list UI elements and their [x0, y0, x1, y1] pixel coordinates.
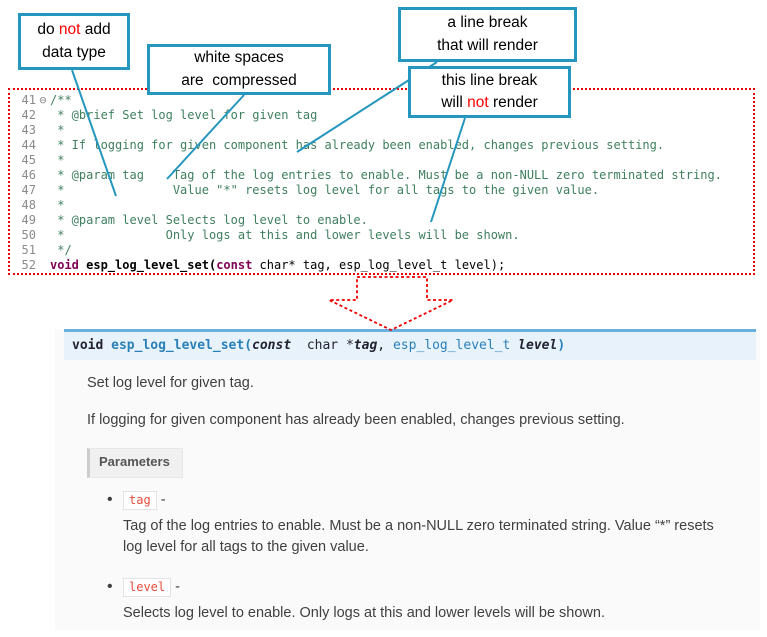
sig-param-tag: tag [353, 338, 378, 353]
line-number: 50 [21, 228, 36, 242]
callout-text: do [37, 21, 59, 39]
callout-text: render [488, 94, 538, 111]
sig-text: , [377, 338, 393, 353]
callout-whitespace-compressed: white spaces are compressed [147, 44, 331, 95]
sig-text: char * [291, 338, 354, 353]
code-text: * @brief Set log level for given tag [50, 108, 318, 122]
sig-function-name: esp_log_level_set( [111, 338, 253, 353]
callout-line: that will render [437, 36, 538, 54]
line-number: 44 [21, 138, 36, 152]
callout-no-datatype: do not add data type [18, 13, 130, 70]
param-name-chip: level [123, 578, 172, 598]
param-name-chip: tag [123, 490, 157, 510]
callout-text: will [441, 94, 468, 111]
code-line: 42 * @brief Set log level for given tag [16, 108, 753, 123]
code-text: * [50, 153, 65, 167]
callout-line: this line break [441, 71, 538, 89]
param-item-tag: tag - Tag of the log entries to enable. … [107, 490, 732, 560]
code-text: * @param tag Tag of the log entries to e… [50, 168, 722, 182]
function-signature: void esp_log_level_set(const char *tag, … [64, 329, 756, 360]
code-line: 43 * [16, 123, 753, 138]
code-line: 41⊖/** [16, 93, 753, 108]
code-editor-snippet: 41⊖/** 42 * @brief Set log level for giv… [8, 88, 755, 275]
line-number: 41 [21, 93, 36, 107]
sig-return-type: void [72, 338, 112, 353]
callout-line-break-renders: a line break that will render [398, 7, 577, 62]
code-line: 50 * Only logs at this and lower levels … [16, 228, 753, 243]
param-separator: - [171, 579, 180, 596]
function-name: esp_log_level_set( [78, 258, 217, 272]
code-text: */ [50, 243, 72, 257]
code-line: 48 * [16, 198, 753, 213]
callout-line: a line break [447, 14, 528, 32]
description-text: If logging for given component has alrea… [87, 412, 625, 429]
line-number: 43 [21, 123, 36, 137]
code-line: 45 * [16, 153, 753, 168]
line-number: 51 [21, 243, 36, 257]
keyword-const: const [216, 258, 253, 272]
code-line: 44 * If logging for given component has … [16, 138, 753, 153]
callout-line: will not render [441, 92, 538, 114]
sig-const-keyword: const [252, 338, 292, 353]
code-text: * @param level Selects log level to enab… [50, 213, 368, 227]
rendered-doc-panel: void esp_log_level_set(const char *tag, … [55, 329, 760, 630]
callout-line: do not add [37, 19, 110, 41]
doc-body: Set log level for given tag. If logging … [55, 360, 760, 625]
param-head: tag - [123, 490, 732, 510]
callout-emphasis: not [467, 94, 489, 111]
code-text: * Value "*" resets log level for all tag… [50, 183, 600, 197]
code-line-declaration: 52 void esp_log_level_set(const char* tag… [16, 258, 753, 273]
callout-emphasis: not [58, 21, 81, 39]
fold-marker-icon[interactable]: ⊖ [39, 93, 47, 107]
param-separator: - [156, 491, 166, 508]
code-line: 49 * @param level Selects log level to e… [16, 213, 753, 228]
line-number: 42 [21, 108, 36, 122]
line-number: 48 [21, 198, 36, 212]
callout-text: add [80, 21, 111, 39]
code-text: * [50, 198, 65, 212]
callout-line: are compressed [181, 71, 297, 89]
parameters-label: Parameters [87, 448, 183, 478]
callout-line-break-not-render: this line break will not render [408, 66, 571, 118]
callout-line: data type [42, 43, 106, 61]
line-number: 45 [21, 153, 36, 167]
code-line: 46 * @param tag Tag of the log entries t… [16, 168, 753, 183]
code-text: char* tag, esp_log_level_t level); [252, 258, 506, 272]
code-line: 51 */ [16, 243, 753, 258]
brief-text: Set log level for given tag. [87, 375, 254, 391]
code-line: 47 * Value "*" resets log level for all … [16, 183, 753, 198]
parameters-list: tag - Tag of the log entries to enable. … [87, 490, 732, 626]
code-text: /** [50, 93, 72, 107]
param-description: Tag of the log entries to enable. Must b… [123, 517, 714, 556]
line-number: 47 [21, 183, 36, 197]
param-description: Selects log level to enable. Only logs a… [123, 605, 605, 622]
code-text: * Only logs at this and lower levels wil… [50, 228, 520, 242]
line-number: 52 [21, 258, 36, 272]
flow-arrow [328, 276, 454, 331]
sig-text: ) [557, 338, 566, 353]
sig-text [510, 338, 518, 353]
sig-type: esp_log_level_t [392, 338, 511, 353]
param-head: level - [123, 578, 732, 598]
keyword-void: void [50, 258, 79, 272]
callout-line: white spaces [194, 49, 284, 67]
code-text: * If logging for given component has alr… [50, 138, 665, 152]
sig-param-level: level [518, 338, 558, 353]
param-item-level: level - Selects log level to enable. Onl… [107, 577, 732, 625]
line-number: 49 [21, 213, 36, 227]
line-number: 46 [21, 168, 36, 182]
code-text: * [50, 123, 65, 137]
